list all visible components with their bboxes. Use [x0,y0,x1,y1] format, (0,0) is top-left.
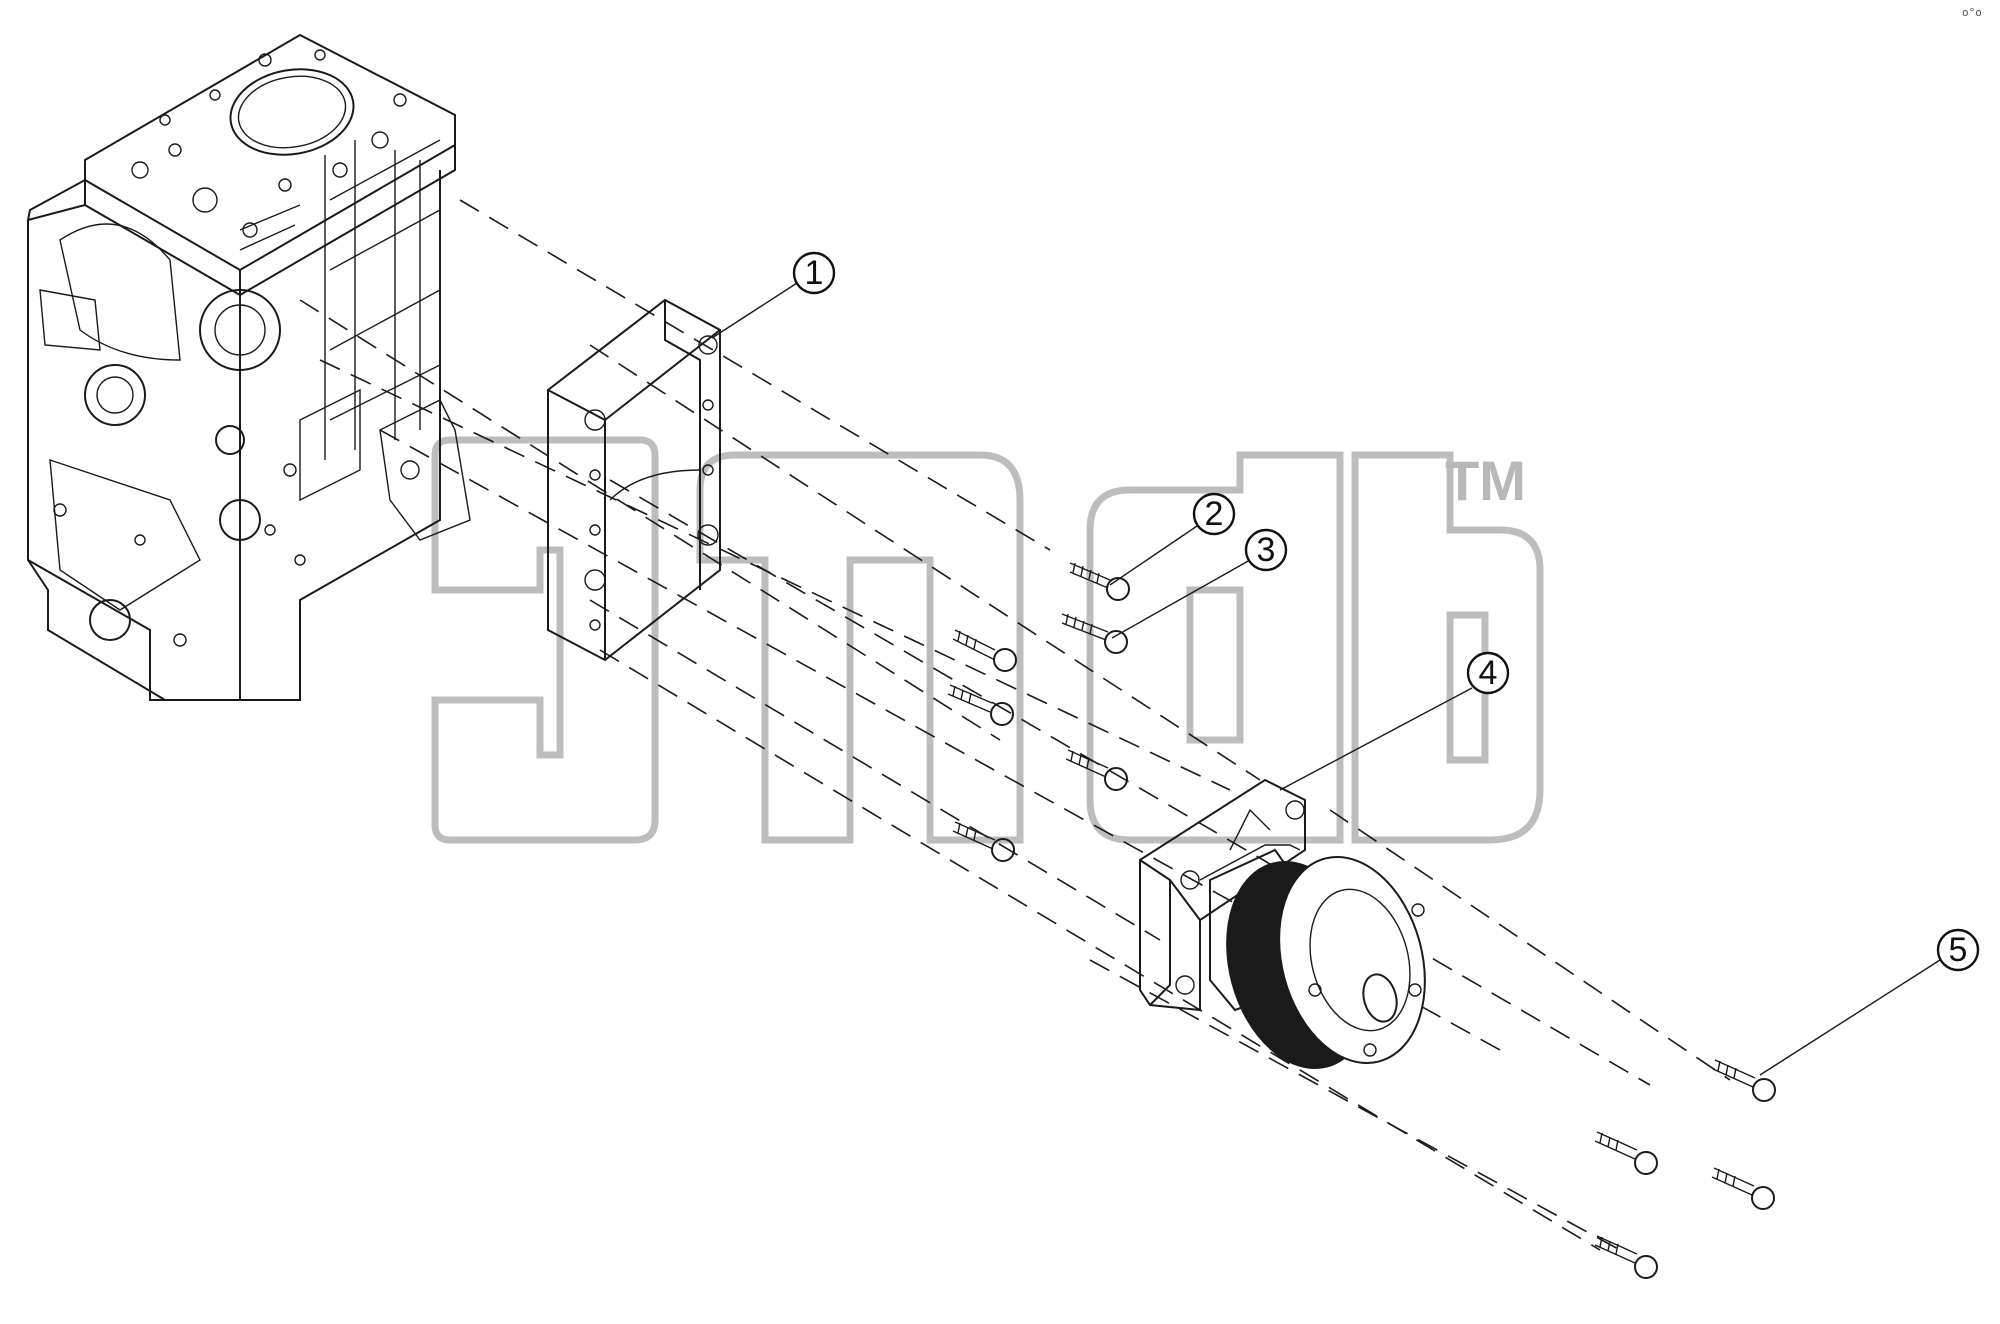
callout-2: 2 [1192,492,1236,536]
engine-block [26,33,471,701]
bolt-5 [1712,1059,1776,1102]
deck-holes [131,49,407,238]
callout-3-label: 3 [1257,531,1276,569]
corner-mark: o°o [1962,6,1982,19]
callout-leaders [711,282,1941,1076]
callout-3: 3 [1244,528,1288,572]
callout-4: 4 [1466,651,1510,695]
bolt-pump-c [1594,1235,1658,1279]
callout-4-label: 4 [1479,654,1498,692]
callout-5: 5 [1936,928,1980,972]
bolt-pump-a [1594,1131,1658,1175]
bolt-plate-a [952,629,1017,672]
adapter-plate [547,298,721,662]
water-pump [1139,778,1426,1070]
bolt-plate-b [947,684,1014,726]
bolt-plate-d [952,821,1015,862]
watermark-logo: TM [431,436,1544,844]
bolt-group-pump [1594,1059,1776,1279]
callout-1: 1 [792,251,836,295]
trademark-text: TM [1445,449,1526,512]
assembly-lines [299,199,1731,1251]
bolt-3 [1061,613,1128,654]
callout-5-label: 5 [1949,931,1968,969]
bolt-pump-b [1711,1167,1775,1210]
bolt-group-plate [947,562,1130,862]
bolt-2 [1069,562,1130,601]
callout-1-label: 1 [805,254,824,292]
bolt-plate-c [1065,749,1128,791]
callout-2-label: 2 [1205,495,1224,533]
